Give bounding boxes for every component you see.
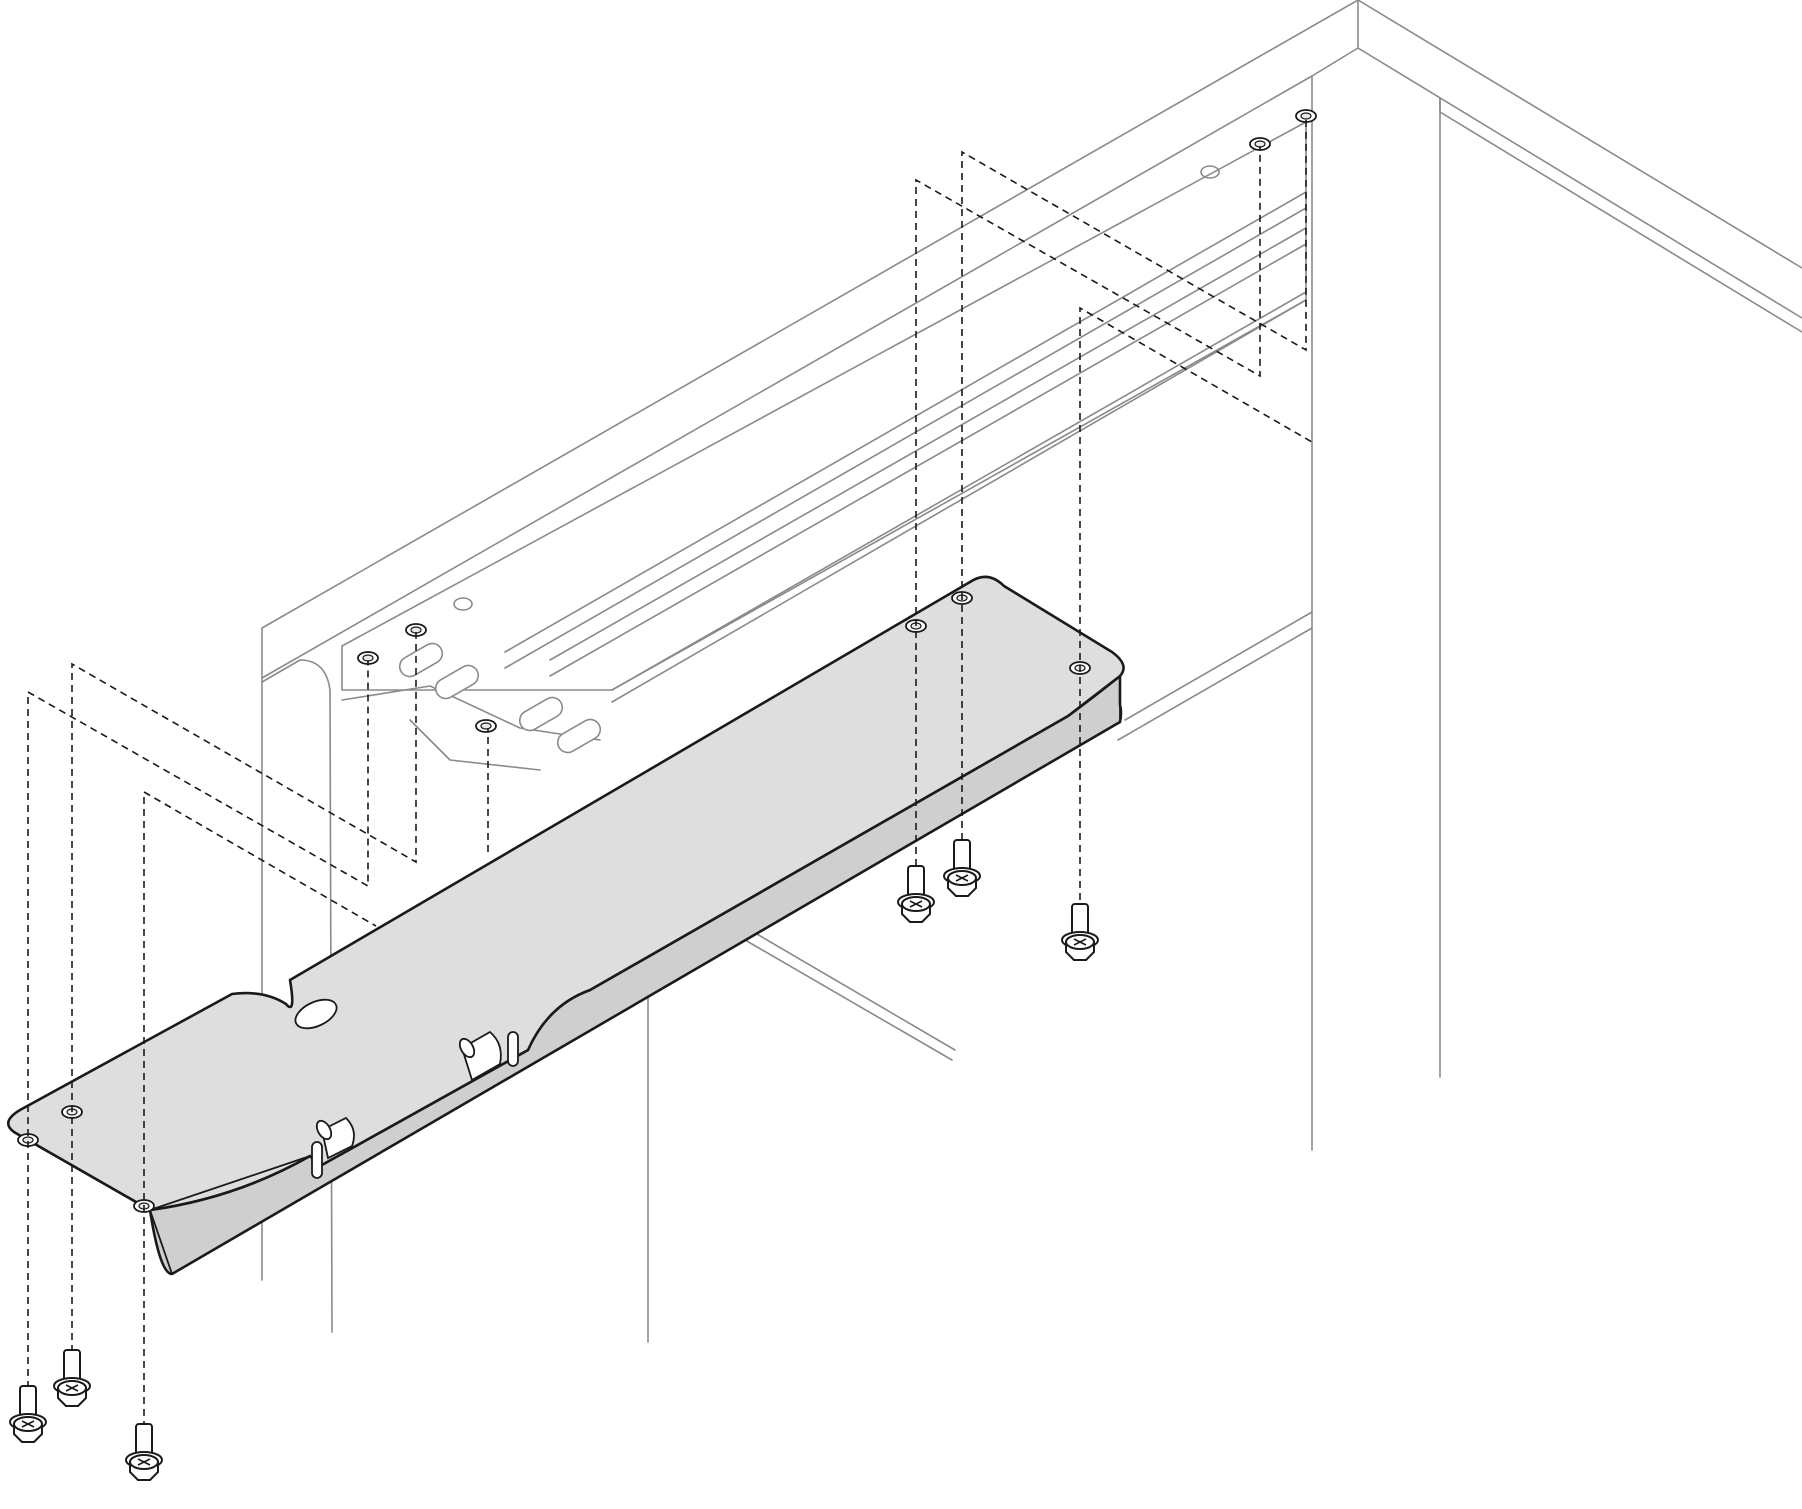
screws <box>9 839 1099 1481</box>
guide-line <box>961 118 1307 840</box>
bracket-pin <box>458 1030 502 1082</box>
guide-line <box>71 632 417 1364</box>
rail-slot <box>556 718 602 754</box>
rail-slot <box>398 642 444 678</box>
bracket-hole <box>1069 661 1091 675</box>
rail-hole <box>453 597 473 611</box>
alignment-guides <box>27 118 1313 1428</box>
bracket-flange-slot <box>311 1141 323 1179</box>
screw <box>1061 903 1099 961</box>
rail-hole <box>1200 165 1220 179</box>
screw <box>125 1423 163 1481</box>
rail-hole <box>1249 137 1271 151</box>
screw <box>9 1385 47 1443</box>
guide-line <box>27 660 369 1400</box>
screw <box>943 839 981 897</box>
rail-slot <box>518 696 564 732</box>
guide-line <box>143 790 377 1428</box>
guide-line <box>1079 306 1313 900</box>
rail-slot <box>434 664 480 700</box>
rail-hole <box>475 719 497 733</box>
bracket-pin <box>315 1116 355 1160</box>
bracket-slot <box>294 998 338 1030</box>
bracket-flange-slot <box>507 1031 519 1067</box>
screw <box>53 1349 91 1407</box>
guide-line <box>915 146 1261 866</box>
screw <box>897 865 935 923</box>
rack-frame <box>261 0 1802 1343</box>
